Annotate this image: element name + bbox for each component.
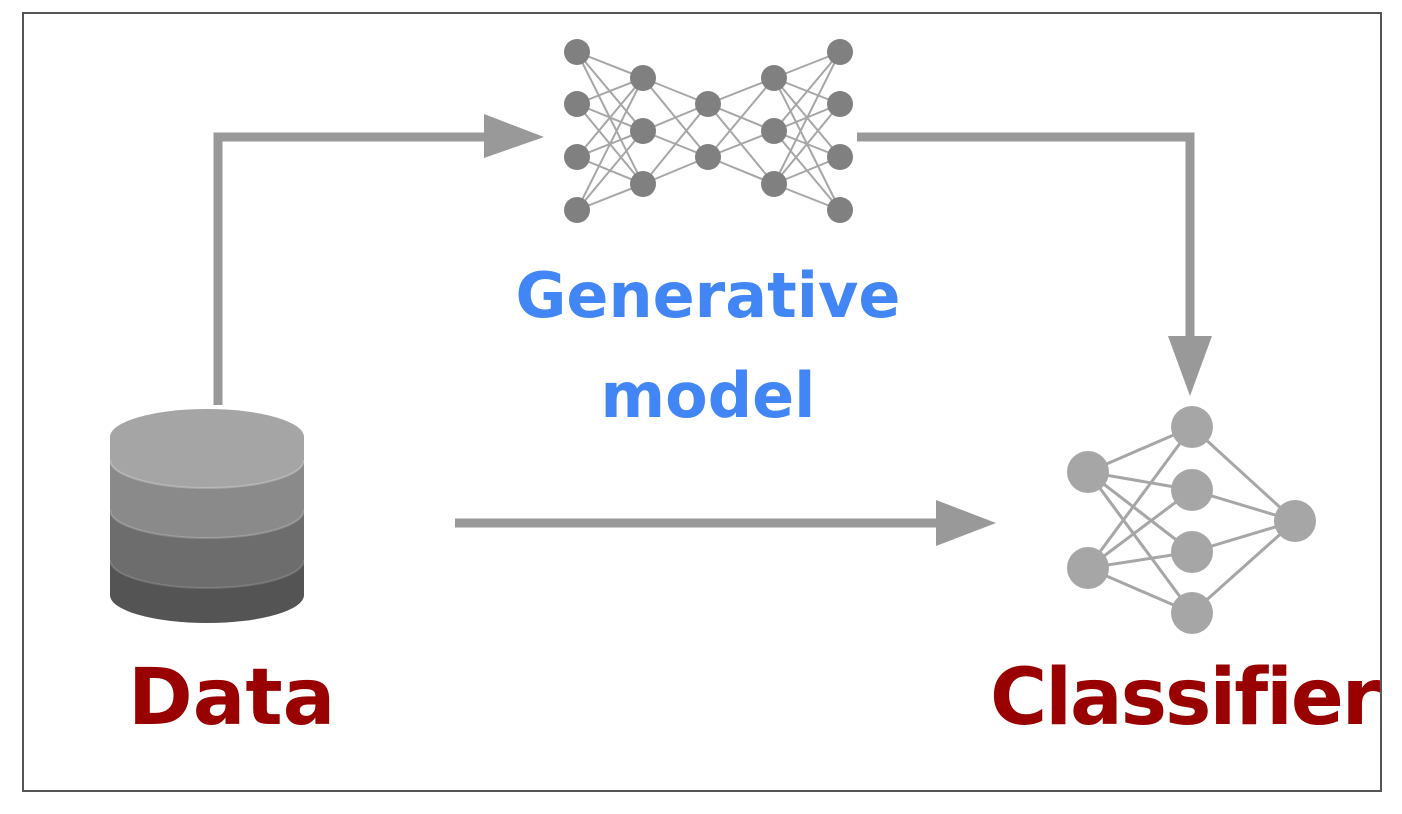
generative-model-node <box>761 65 787 91</box>
generative-model-node <box>695 144 721 170</box>
generative-model-network-icon <box>564 39 853 223</box>
diagram-frame <box>22 12 1382 792</box>
arrow-head-to-classifier <box>1168 336 1212 396</box>
generative-model-edge <box>773 103 841 185</box>
generative-model-node <box>827 144 853 170</box>
generative-model-node <box>761 118 787 144</box>
generative-model-edge <box>576 77 644 211</box>
generative-model-edge <box>576 130 644 211</box>
generative-model-node <box>827 91 853 117</box>
classifier-edge <box>1087 470 1193 554</box>
database-icon <box>109 409 305 623</box>
generative-model-edge <box>773 51 841 132</box>
classifier-node <box>1171 406 1213 448</box>
database-top <box>110 409 304 465</box>
data-label: Data <box>128 653 336 743</box>
classifier-edge <box>1086 471 1194 614</box>
generative-model-node <box>827 39 853 65</box>
generative-model-node <box>564 144 590 170</box>
generative-model-label-line2: model <box>600 359 816 432</box>
generative-model-node <box>564 91 590 117</box>
generative-model-edge <box>642 103 709 185</box>
classifier-node <box>1067 451 1109 493</box>
classifier-edge <box>1087 488 1193 570</box>
generative-model-edge <box>773 51 841 185</box>
generative-model-node <box>564 197 590 223</box>
classifier-network-icon <box>1067 406 1316 634</box>
generative-model-node <box>630 118 656 144</box>
generative-model-node <box>695 91 721 117</box>
arrow-head-data-to-classifier <box>936 500 996 546</box>
generative-model-label-line1: Generative <box>515 259 901 332</box>
arrow-head-to-generative <box>484 114 544 158</box>
generative-model-node <box>827 197 853 223</box>
classifier-node <box>1171 469 1213 511</box>
classifier-edge <box>1086 426 1194 569</box>
arrow-data-to-generative <box>213 132 488 405</box>
classifier-node <box>1067 547 1109 589</box>
generative-model-edge <box>707 77 775 158</box>
arrows-group <box>213 114 1212 546</box>
classifier-edge <box>1190 425 1297 523</box>
classifier-node <box>1171 592 1213 634</box>
generative-model-node <box>630 171 656 197</box>
classifier-node <box>1171 531 1213 573</box>
classifier-node <box>1274 500 1316 542</box>
generative-model-node <box>564 39 590 65</box>
classifier-edge <box>1191 519 1296 615</box>
generative-model-node <box>761 171 787 197</box>
classifier-label: Classifier <box>990 653 1380 743</box>
arrow-generative-to-classifier <box>857 132 1195 340</box>
generative-model-edge <box>576 77 644 158</box>
generative-model-node <box>630 65 656 91</box>
